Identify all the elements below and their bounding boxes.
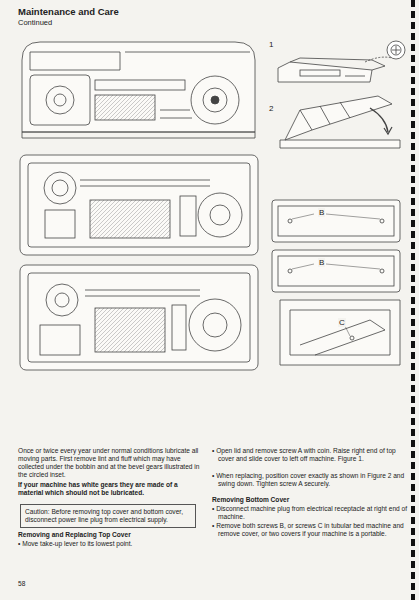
machine-bottom-view-part <box>180 196 196 236</box>
figure-1-top-cover-part <box>300 70 340 76</box>
figure-1-top-cover-part <box>391 45 401 55</box>
page-number: 58 <box>18 580 25 588</box>
callout-letter: B <box>318 208 325 217</box>
machine-bottom-view-detail-part <box>55 293 69 307</box>
machine-side-view-part <box>30 52 120 70</box>
machine-bottom-view-part <box>210 205 230 225</box>
machine-bottom-view-detail-part <box>172 305 186 350</box>
page-title: Maintenance and Care <box>18 6 119 17</box>
machine-bottom-view-part <box>90 200 170 238</box>
section-heading: Removing Bottom Cover <box>212 496 404 504</box>
bottom-cover-figures-part <box>272 200 400 242</box>
figure-1-top-cover-part <box>392 46 400 54</box>
bottom-cover-figures-part <box>278 206 394 236</box>
machine-bottom-view-part <box>198 193 242 237</box>
machine-bottom-view-part <box>45 210 75 238</box>
callout-letter: C <box>338 318 346 327</box>
machine-bottom-view-detail-part <box>189 299 241 351</box>
figure-number: 1 <box>268 40 274 49</box>
machine-bottom-view-part <box>44 172 76 204</box>
bullet-step: • Disconnect machine plug from electrica… <box>212 505 410 521</box>
machine-side-view-part <box>54 94 66 106</box>
machine-bottom-view-part <box>80 180 210 186</box>
machine-bottom-view-detail-part <box>203 313 227 337</box>
figure-2-replacing-cover-part <box>280 140 400 148</box>
machine-side-view-part <box>22 132 255 138</box>
machine-side-view-part <box>125 52 250 53</box>
machine-bottom-view-detail-part <box>85 290 200 296</box>
bottom-cover-figures-part <box>278 256 394 286</box>
bottom-cover-figures-part <box>292 214 380 219</box>
body-paragraph: Once or twice every year under normal co… <box>18 447 204 479</box>
machine-side-view-part <box>30 75 90 125</box>
machine-bottom-view-detail-part <box>46 284 78 316</box>
caution-box: Caution: Before removing top cover and b… <box>20 504 196 528</box>
machine-side-view-part <box>22 42 255 132</box>
figure-2-replacing-cover-part <box>370 108 388 132</box>
bottom-cover-figures-part <box>280 300 400 365</box>
figure-2-replacing-cover-part <box>285 96 392 140</box>
machine-side-view-part <box>95 80 185 90</box>
machine-bottom-view-part <box>28 163 250 247</box>
machine-bottom-view <box>20 155 258 255</box>
machine-side-view-part <box>95 95 155 120</box>
machine-bottom-view-detail <box>20 265 258 370</box>
binding-marks <box>413 0 414 600</box>
continued-note: Continued <box>18 18 52 27</box>
machine-side-view-part <box>203 88 227 112</box>
machine-bottom-view-detail-part <box>40 325 80 355</box>
bold-note: If your machine has white gears they are… <box>18 481 204 497</box>
machine-bottom-view-part <box>20 155 258 255</box>
machine-side-view-part <box>160 110 192 118</box>
bullet-step: • When replacing, position cover exactly… <box>212 472 410 488</box>
bottom-cover-figures-part <box>290 310 390 355</box>
figure-1-top-cover-part <box>387 41 405 59</box>
figure-number: 2 <box>268 104 274 113</box>
section-heading: Removing and Replacing Top Cover <box>18 531 204 539</box>
figure-2-replacing-cover <box>280 96 400 148</box>
machine-side-view-part <box>46 86 74 114</box>
figure-2-replacing-cover-part <box>300 102 350 130</box>
callout-letter: B <box>318 258 325 267</box>
bullet-step: • Move take-up lever to its lowest point… <box>18 540 210 548</box>
figure-1-top-cover <box>278 41 405 82</box>
figure-1-top-cover-part <box>278 62 372 82</box>
machine-bottom-view-part <box>52 180 68 196</box>
bottom-cover-figures-part <box>350 336 354 340</box>
caution-text: Caution: Before removing top cover and b… <box>25 508 191 524</box>
machine-bottom-view-detail-part <box>28 273 250 362</box>
bottom-cover-figures-part <box>288 219 292 223</box>
figure-1-top-cover-part <box>290 58 300 62</box>
bullet-step: • Remove both screws B, or screws C in t… <box>212 522 410 538</box>
machine-bottom-view-detail-part <box>20 265 258 370</box>
machine-bottom-view-detail-part <box>95 308 165 352</box>
machine-side-view <box>22 42 255 138</box>
figure-1-top-cover-part <box>365 57 392 62</box>
bottom-cover-figures-part <box>288 269 292 273</box>
machine-side-view-part <box>191 76 239 124</box>
figure-2-replacing-cover-part <box>384 127 392 134</box>
bottom-cover-figures-part <box>272 250 400 292</box>
binding-marks-part <box>411 0 415 600</box>
machine-side-view-part <box>211 96 219 104</box>
bottom-cover-figures-part <box>292 264 380 269</box>
bottom-cover-figures <box>272 200 400 365</box>
bullet-step: • Open lid and remove screw A with coin.… <box>212 447 410 463</box>
figure-1-top-cover-part <box>300 58 385 70</box>
bottom-cover-figures-part <box>380 219 384 223</box>
bottom-cover-figures-part <box>380 269 384 273</box>
figure-1-top-cover-part <box>345 76 365 77</box>
